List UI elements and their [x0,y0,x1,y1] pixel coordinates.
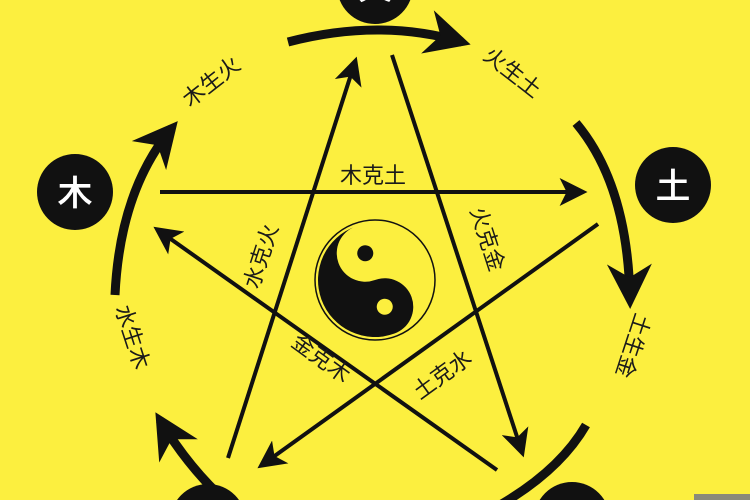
label-fire-generates-earth: 火生土 [478,43,545,103]
arc-fire-to-earth [286,10,471,54]
line-metal-controls-wood [257,222,600,469]
label-fire-controls-metal: 火克金 [464,204,508,275]
arc-earth-to-metal [572,120,652,309]
label-water-controls-fire: 水克火 [240,221,284,292]
label-water-generates-wood: 水生木 [109,302,153,373]
line-water-controls-fire [226,56,362,459]
node-metal: 金 [539,482,605,500]
line-earth-controls-water [153,226,499,472]
node-water: 水 [177,484,239,500]
controlling-cycle-arrows [153,54,600,472]
yin-yang-icon [314,219,436,341]
node-earth: 土 [635,147,711,223]
label-wood-generates-fire: 木生火 [178,52,245,112]
node-wood: 木 [37,154,113,230]
svg-text:土: 土 [656,167,690,207]
label-earth-generates-metal: 土生金 [610,310,654,381]
line-fire-controls-metal [390,54,529,458]
svg-text:木: 木 [57,174,92,214]
label-wood-controls-earth: 木克土 [340,164,406,189]
node-fire: 火 [339,0,411,24]
label-metal-controls-wood: 金克木 [286,330,354,389]
arc-wood-to-fire [110,121,178,296]
corner-overlay [694,494,750,500]
svg-text:火: 火 [358,0,392,8]
arc-metal-to-water-right [499,422,590,500]
